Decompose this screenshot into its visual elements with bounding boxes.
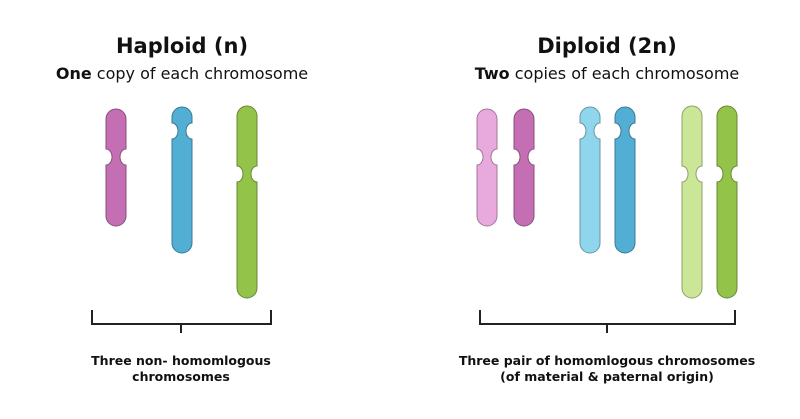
- diploid-chromosomes: [476, 105, 738, 299]
- diploid-caption-line1: Three pair of homomlogous chromosomes: [458, 353, 756, 368]
- haploid-caption-line1: Three non- homomlogous: [91, 353, 271, 368]
- diploid-green-light-chromosome: [681, 105, 703, 299]
- diploid-subtitle: Two copies of each chromosome: [407, 64, 800, 83]
- diploid-caption-line2: (of material & paternal origin): [500, 369, 714, 384]
- diploid-subtitle-bold: Two: [474, 64, 510, 83]
- haploid-blue-chromosome: [171, 106, 193, 254]
- haploid-magenta-chromosome: [105, 108, 127, 227]
- diploid-blue-light-chromosome: [579, 106, 601, 254]
- diploid-blue-dark-chromosome: [614, 106, 636, 254]
- haploid-subtitle-bold: One: [55, 64, 92, 83]
- haploid-bracket: [91, 310, 272, 333]
- diploid-caption: Three pair of homomlogous chromosomes (o…: [427, 353, 787, 385]
- haploid-green-chromosome: [236, 105, 258, 299]
- haploid-caption-line2: chromosomes: [132, 369, 230, 384]
- haploid-title: Haploid (n): [115, 34, 249, 58]
- diploid-bracket: [479, 310, 736, 333]
- haploid-chromosomes: [105, 105, 258, 299]
- haploid-subtitle-rest: copy of each chromosome: [91, 64, 309, 83]
- diploid-title: Diploid (2n): [537, 34, 677, 58]
- diploid-subtitle-rest: copies of each chromosome: [509, 64, 740, 83]
- haploid-subtitle: One copy of each chromosome: [0, 64, 382, 83]
- haploid-caption: Three non- homomlogous chromosomes: [1, 353, 361, 385]
- diploid-green-dark-chromosome: [716, 105, 738, 299]
- diploid-magenta-dark-chromosome: [513, 108, 535, 227]
- diploid-magenta-light-chromosome: [476, 108, 498, 227]
